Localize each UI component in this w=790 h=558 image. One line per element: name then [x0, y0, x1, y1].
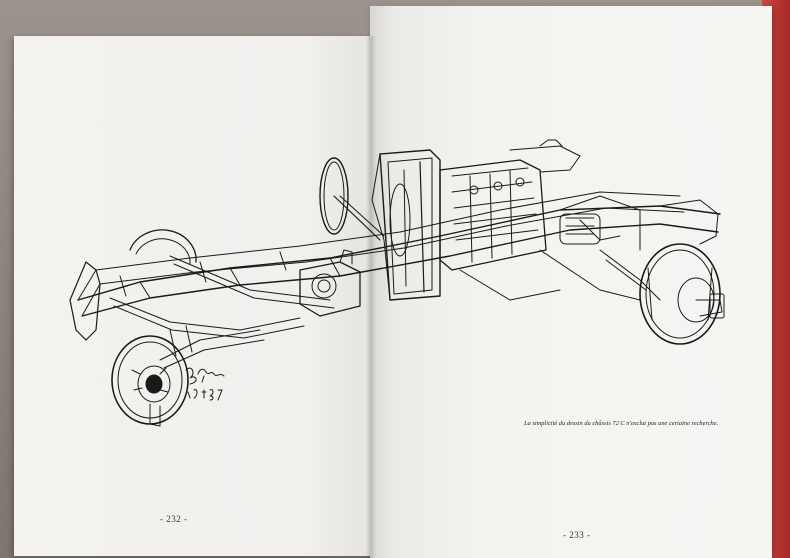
radiator — [403, 161, 425, 293]
rear-wheel-front — [111, 335, 189, 427]
right-page-number: - 233 - — [563, 530, 591, 540]
right-page — [370, 6, 772, 558]
left-page-number: - 232 - — [160, 514, 188, 524]
left-page — [14, 36, 380, 556]
front-assembly — [559, 195, 661, 301]
chassis-frame — [69, 191, 721, 341]
book-gutter — [366, 36, 376, 558]
figure-caption: La simplicité du dessin du châssis 72 C … — [524, 420, 719, 427]
cross-members — [109, 249, 641, 339]
front-wheel — [639, 243, 725, 345]
engine-block — [371, 139, 581, 301]
steering-wheel — [319, 157, 385, 241]
rear-axle — [159, 325, 265, 369]
rear-wheel-back — [129, 229, 197, 265]
gearbox — [299, 249, 361, 317]
artist-signature — [185, 367, 225, 401]
